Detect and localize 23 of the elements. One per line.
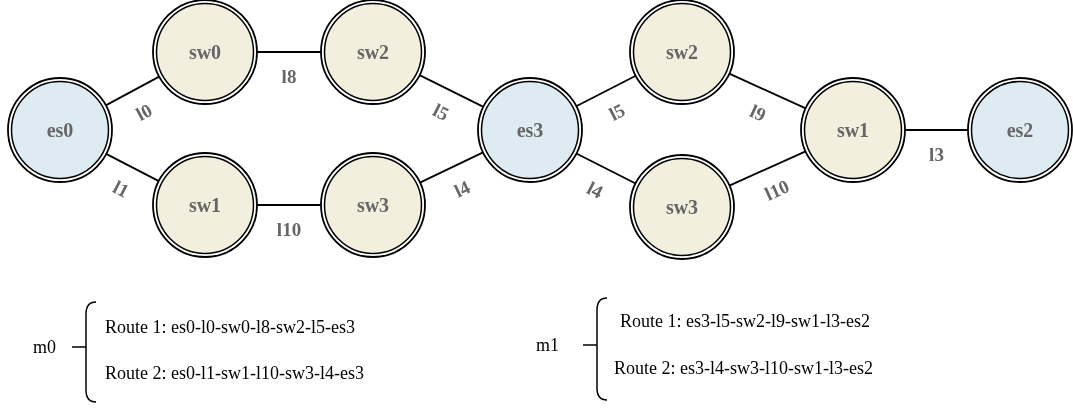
node-label: sw3 (665, 195, 699, 219)
node-label: sw1 (836, 118, 870, 142)
connector-line (418, 74, 485, 108)
node-label: sw2 (356, 40, 390, 64)
connector-line (575, 74, 637, 108)
route-text: Route 1: es3-l5-sw2-l9-sw1-l3-es2 (620, 312, 870, 330)
node-label: sw3 (356, 193, 390, 217)
group-label: m0 (33, 338, 56, 356)
connector-line (105, 153, 160, 182)
connector-line (728, 72, 807, 110)
connector-line (728, 150, 807, 187)
node-label: sw2 (665, 40, 699, 64)
route-text: Route 1: es0-l0-sw0-l8-sw2-l5-es3 (105, 318, 355, 336)
route-text: Route 2: es0-l1-sw1-l10-sw3-l4-es3 (105, 364, 364, 382)
group-label: m1 (536, 336, 559, 354)
node-label: es0 (46, 118, 74, 142)
connector-line (419, 151, 484, 184)
node-label: sw0 (188, 40, 222, 64)
node-label: sw1 (188, 193, 222, 217)
route-text: Route 2: es3-l4-sw3-l10-sw1-l3-es2 (614, 359, 873, 377)
node-label: es3 (516, 118, 544, 142)
node-label: es2 (1006, 118, 1034, 142)
connector-line (575, 152, 637, 185)
